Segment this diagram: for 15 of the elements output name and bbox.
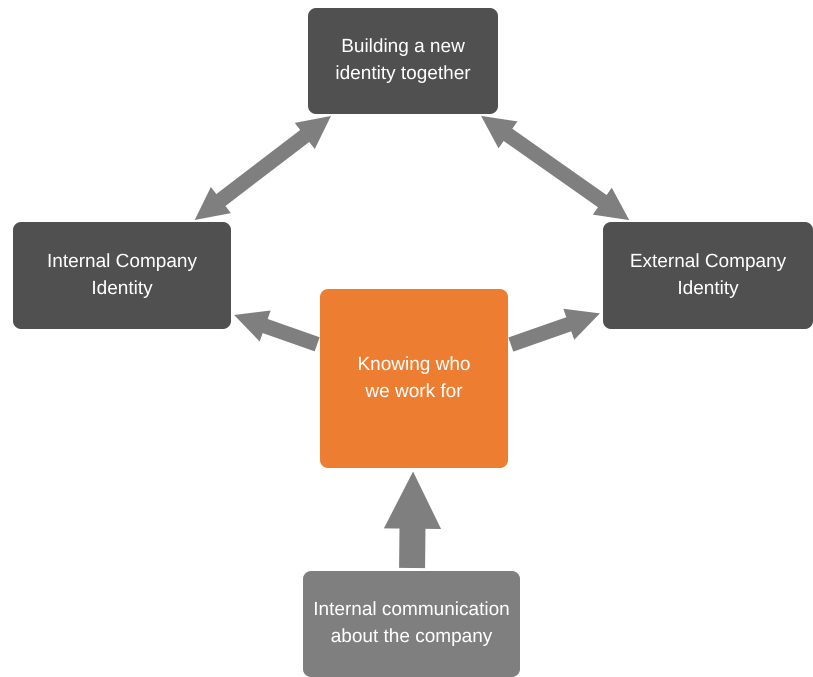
box-label: Internal Company Identity [46, 250, 198, 300]
process-box [303, 571, 520, 677]
block-arrow [508, 308, 600, 352]
process-box [603, 222, 813, 329]
box-label: Knowing who we work for [356, 352, 472, 404]
process-box [320, 289, 508, 468]
block-arrow [384, 472, 442, 568]
block-arrow [481, 116, 630, 220]
block-arrow [234, 310, 320, 352]
block-arrow [194, 116, 331, 220]
box-label: Internal communication about the company [312, 598, 511, 649]
process-box [308, 8, 498, 114]
box-label: Building a new identity together [334, 35, 472, 86]
box-label: External Company Identity [628, 250, 788, 300]
process-box [13, 222, 231, 329]
